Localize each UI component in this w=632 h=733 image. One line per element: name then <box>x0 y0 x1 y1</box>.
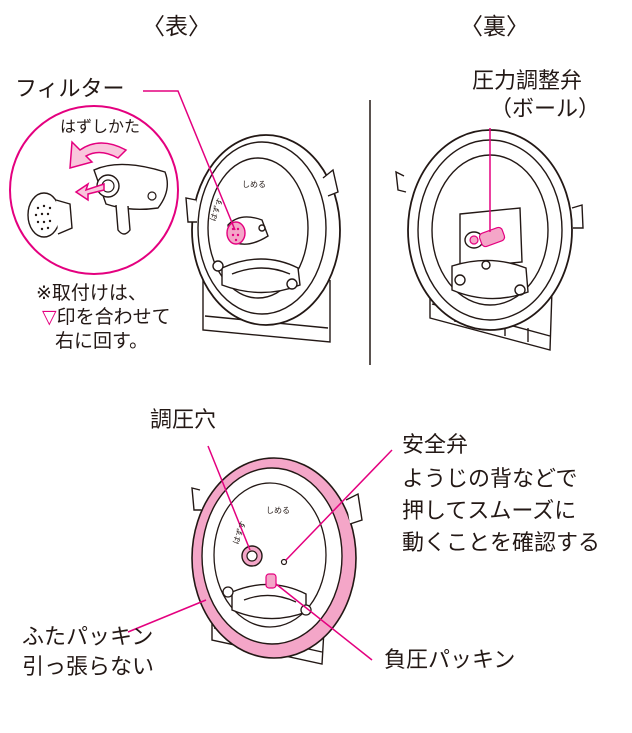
install-note-line-2: ▽印を合わせて <box>42 306 171 329</box>
triangle-mark-icon: ▽ <box>42 306 57 328</box>
lid-packing-illustration <box>191 457 363 665</box>
neg-packing-label: 負圧パッキン <box>384 648 516 673</box>
neg-packing-leader-line <box>275 583 373 661</box>
heading-back: 〈裏〉 <box>460 14 529 40</box>
dial-close-text: しめる <box>242 180 266 189</box>
pressure-valve-label: 圧力調整弁 <box>472 69 583 94</box>
lid-packing-leader-line <box>127 599 207 633</box>
filter-leader-line <box>143 90 236 231</box>
regulator-hole-leader-line <box>207 445 251 551</box>
safety-valve-desc-1: ようじの背などで <box>402 467 578 492</box>
install-note-line-3: 右に回す。 <box>55 330 149 352</box>
filter-knob <box>226 221 246 245</box>
filter-label: フィルター <box>15 77 125 102</box>
install-note-line-1: ※取付けは、 <box>36 282 147 304</box>
regulator-hole-label: 調圧穴 <box>150 408 217 433</box>
heading-front: 〈表〉 <box>142 14 211 40</box>
safety-valve-desc-2: 押してスムーズに <box>402 499 577 524</box>
safety-valve-label: 安全弁 <box>402 433 469 458</box>
front-lid-illustration <box>185 134 341 343</box>
rotate-arrow-icon <box>69 140 128 170</box>
lid-packing-label: ふたパッキン <box>22 625 154 650</box>
safety-valve-leader-line <box>285 449 393 561</box>
pressure-valve-sublabel: （ボール） <box>490 97 601 122</box>
removal-label: はずしかた <box>60 117 141 136</box>
bottom-dial-close-text: しめる <box>266 506 290 515</box>
safety-valve-desc-3: 動くことを確認する <box>402 531 601 556</box>
install-note-line-2-text: 印を合わせて <box>56 306 171 328</box>
pull-arrow-icon <box>74 182 105 202</box>
lid-packing-desc: 引っ張らない <box>22 655 155 680</box>
